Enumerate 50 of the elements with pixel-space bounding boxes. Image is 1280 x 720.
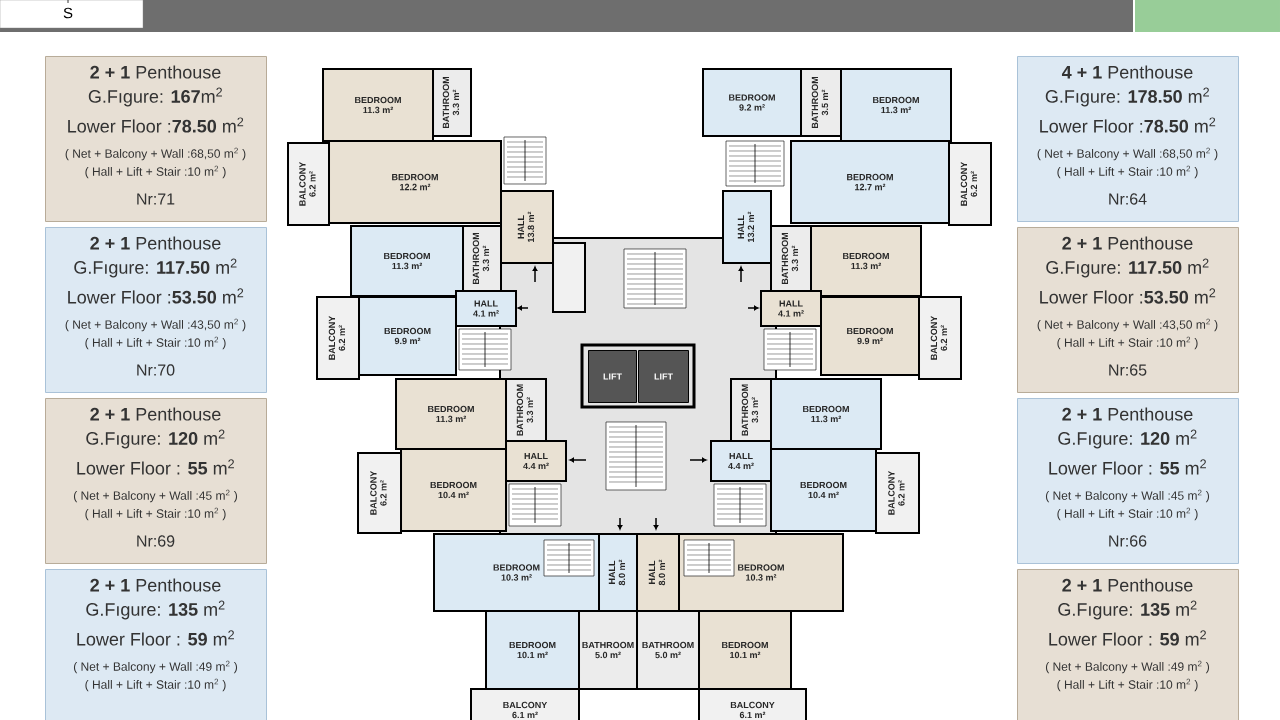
room: HALL 4.4 m² xyxy=(505,440,567,482)
lift-box: LIFT xyxy=(638,350,689,403)
room: HALL 4.1 m² xyxy=(455,290,517,327)
room: BEDROOM 11.3 m² xyxy=(840,68,952,142)
room: BATHROOM 3.3 m² xyxy=(730,378,772,442)
room: HALL 8.0 m² xyxy=(636,533,680,612)
room: BATHROOM 3.3 m² xyxy=(462,225,502,292)
lift-box: LIFT xyxy=(588,350,637,403)
room: BEDROOM 10.4 m² xyxy=(770,448,877,532)
room: BEDROOM 10.4 m² xyxy=(400,448,507,532)
room: BALCONY 6.2 m² xyxy=(357,452,402,534)
room: BATHROOM 3.3 m² xyxy=(432,68,472,137)
room: BEDROOM 9.9 m² xyxy=(358,296,457,376)
room: BATHROOM 3.3 m² xyxy=(505,378,547,442)
info-card: 2 + 1 Penthouse G.Fıgure: 135 m$^{2}$ Lower Floor : 59 m$^{2}$ ( Net + Balcony + Wall :49 m$^{2}$ ) ( Hall + Lift + Stair :10 m$^{2}$ ) xyxy=(45,569,267,720)
room: BATHROOM 5.0 m² xyxy=(578,610,638,690)
info-card: 2 + 1 Penthouse G.Fıgure: 135 m$^{2}$ Lower Floor : 59 m$^{2}$ ( Net + Balcony + Wall :49 m$^{2}$ ) ( Hall + Lift + Stair :10 m$^{2}$ ) xyxy=(1017,569,1239,720)
info-card: 2 + 1 Penthouse G.Fıgure: 120 m$^{2}$ Lower Floor : 55 m$^{2}$ ( Net + Balcony + Wall :45 m$^{2}$ ) ( Hall + Lift + Stair :10 m$^{2}$ ) Nr:69 xyxy=(45,398,267,564)
info-card: 4 + 1 Penthouse G.Fıgure: 178.50 m$^{2}$ Lower Floor :78.50 m$^{2}$ ( Net + Balcony + Wall :68,50 m$^{2}$ ) ( Hall + Lift + Stair :10 m$^{2}$ ) Nr:64 xyxy=(1017,56,1239,222)
room: BATHROOM 3.5 m² xyxy=(800,68,842,137)
room: BEDROOM 11.3 m² xyxy=(810,225,922,297)
room: BALCONY 6.2 m² xyxy=(316,296,360,380)
room: HALL 13.8 m² xyxy=(500,190,554,264)
room: BEDROOM 9.9 m² xyxy=(820,296,920,376)
info-card: 2 + 1 Penthouse G.Fıgure: 117.50 m$^{2}$ Lower Floor :53.50 m$^{2}$ ( Net + Balcony + Wall :43,50 m$^{2}$ ) ( Hall + Lift + Stair :10 m$^{2}$ ) Nr:65 xyxy=(1017,227,1239,393)
room: BEDROOM 12.7 m² xyxy=(790,140,950,224)
room: HALL 8.0 m² xyxy=(598,533,638,612)
room: BEDROOM 11.3 m² xyxy=(350,225,464,297)
room: BALCONY 6.2 m² xyxy=(918,296,962,380)
room: BEDROOM 12.2 m² xyxy=(328,140,502,224)
room: BEDROOM 11.3 m² xyxy=(322,68,434,142)
room: BEDROOM 11.3 m² xyxy=(770,378,882,450)
info-card: 2 + 1 Penthouse G.Fıgure: 120 m$^{2}$ Lower Floor : 55 m$^{2}$ ( Net + Balcony + Wall :45 m$^{2}$ ) ( Hall + Lift + Stair :10 m$^{2}$ ) Nr:66 xyxy=(1017,398,1239,564)
room: HALL 4.4 m² xyxy=(710,440,772,482)
room: BEDROOM 9.2 m² xyxy=(702,68,802,137)
room: BALCONY 6.2 m² xyxy=(948,142,992,226)
room: BALCONY 6.2 m² xyxy=(287,142,330,226)
room: BALCONY 6.1 m² xyxy=(698,688,807,720)
room: BEDROOM 11.3 m² xyxy=(395,378,507,450)
compass-label: S xyxy=(63,7,73,19)
room: BATHROOM 3.3 m² xyxy=(770,225,812,292)
info-card: 2 + 1 Penthouse G.Fıgure: 117.50 m$^{2}$ Lower Floor :53.50 m$^{2}$ ( Net + Balcony + Wall :43,50 m$^{2}$ ) ( Hall + Lift + Stair :10 m$^{2}$ ) Nr:70 xyxy=(45,227,267,393)
room: BEDROOM 10.1 m² xyxy=(485,610,580,690)
room: HALL 13.2 m² xyxy=(722,190,772,264)
room: BALCONY 6.1 m² xyxy=(470,688,580,720)
room: BEDROOM 10.1 m² xyxy=(698,610,792,690)
info-card: 2 + 1 Penthouse G.Fıgure: 167m$^{2}$ Lower Floor :78.50 m$^{2}$ ( Net + Balcony + Wall :68,50 m$^{2}$ ) ( Hall + Lift + Stair :10 m$^{2}$ ) Nr:71 xyxy=(45,56,267,222)
room: BATHROOM 5.0 m² xyxy=(636,610,700,690)
room: HALL 4.1 m² xyxy=(760,290,822,327)
room: BALCONY 6.2 m² xyxy=(875,452,920,534)
